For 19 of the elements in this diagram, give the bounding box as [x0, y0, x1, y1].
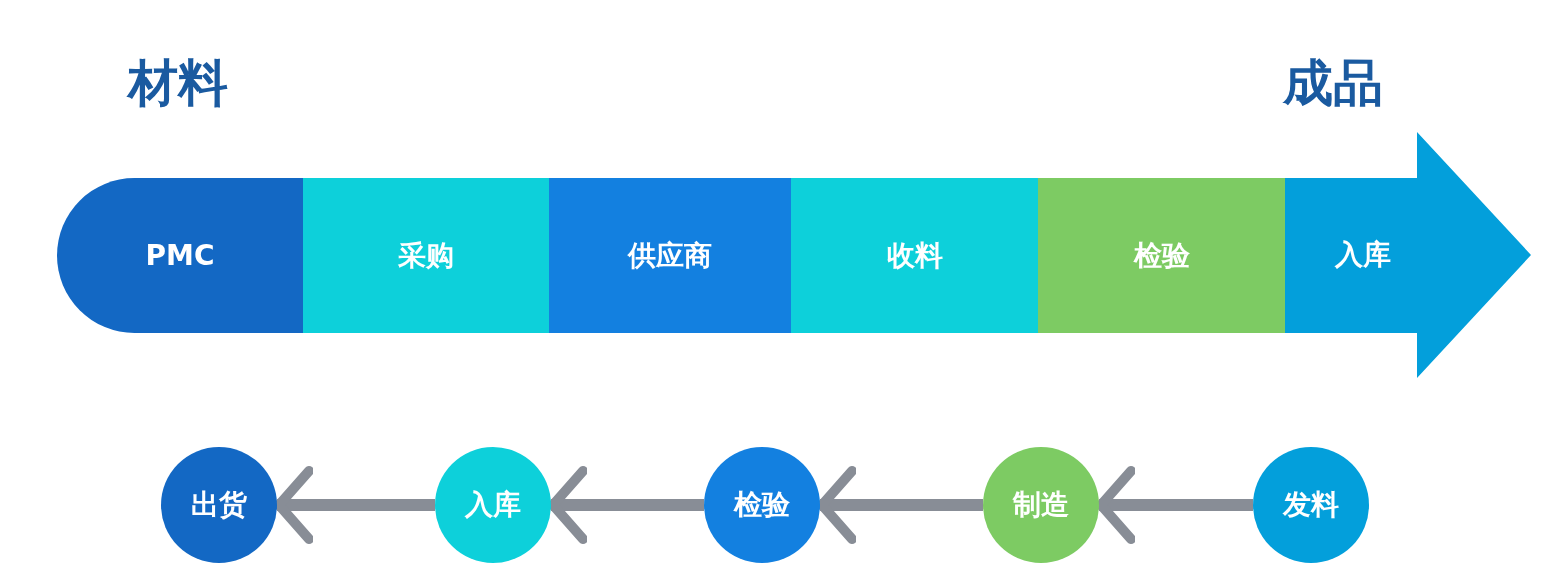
step-label: 制造	[1013, 487, 1069, 523]
heading-label: 成品	[1283, 53, 1383, 114]
step-label: 采购	[398, 237, 454, 274]
step-label: 检验	[734, 487, 790, 523]
step-label: 入库	[465, 487, 521, 523]
arrow-head-segment	[1285, 132, 1531, 378]
step-label: 入库	[1335, 237, 1391, 273]
step-label: 发料	[1283, 487, 1339, 523]
process-segment	[1038, 178, 1285, 333]
step-label: PMC	[145, 239, 215, 272]
step-label: 检验	[1133, 237, 1190, 274]
process-segment	[549, 178, 791, 333]
process-segment	[791, 178, 1038, 333]
step-label: 出货	[191, 487, 247, 523]
step-label: 供应商	[628, 237, 712, 274]
step-label: 收料	[886, 237, 943, 274]
process-segment	[57, 178, 303, 333]
process-segment	[303, 178, 549, 333]
heading-label: 材料	[128, 53, 228, 114]
